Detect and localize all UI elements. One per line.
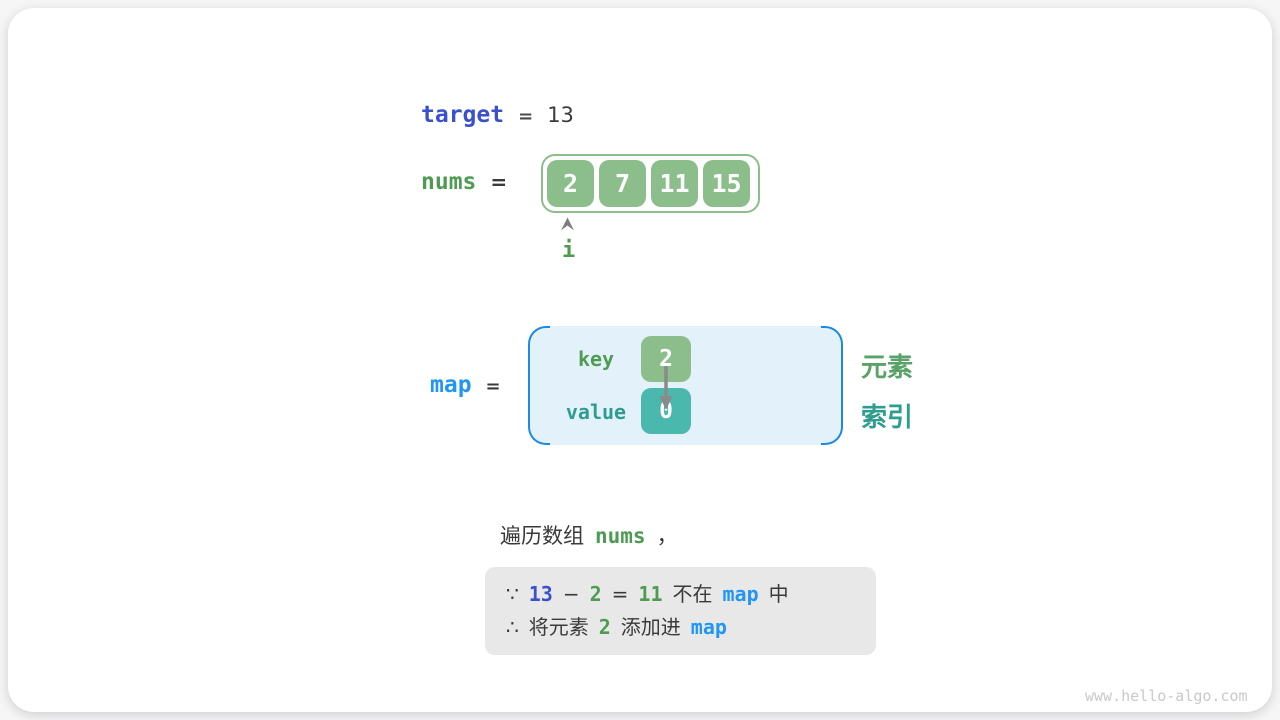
element-side-label: 元素 [861, 353, 914, 383]
note-line-2: ∴ 将元素 2 添加进 map [506, 611, 876, 644]
note-number: 11 [638, 582, 663, 606]
caption: 遍历数组 nums ， [500, 520, 678, 550]
note-text: 添加进 [620, 615, 681, 639]
key-label: key [577, 347, 615, 371]
arrow-down-icon [659, 366, 673, 410]
map-equals: = [485, 376, 501, 397]
note-number: 2 [598, 615, 611, 639]
note-text: 将元素 [528, 615, 589, 639]
caption-suffix: ， [656, 524, 678, 548]
caption-prefix: 遍历数组 [500, 524, 584, 548]
because-icon: ∵ [506, 582, 519, 606]
equals-sign: = [611, 582, 629, 606]
array-cell: 15 [703, 160, 750, 207]
arrow-up-icon [561, 217, 574, 231]
caption-code: nums [595, 524, 646, 548]
index-pointer-label: i [562, 238, 576, 263]
map-box: key value 2 0 [528, 326, 843, 445]
note-line-1: ∵ 13 − 2 = 11 不在 map 中 [506, 578, 876, 611]
array-cell: 7 [599, 160, 646, 207]
target-row: target = 13 [421, 102, 574, 128]
array-cell: 11 [651, 160, 698, 207]
nums-equals: = [490, 170, 508, 194]
target-value: 13 [547, 103, 574, 127]
nums-array: 2 7 11 15 [541, 154, 760, 213]
note-code-map: map [722, 582, 759, 606]
index-side-label: 索引 [861, 403, 914, 433]
watermark: www.hello-algo.com [1085, 687, 1248, 705]
target-label: target [421, 102, 505, 128]
map-label: map [430, 372, 472, 398]
note-number: 2 [589, 582, 602, 606]
note-code-map: map [690, 615, 727, 639]
nums-label-row: nums = [421, 169, 507, 195]
note-box: ∵ 13 − 2 = 11 不在 map 中 ∴ 将元素 2 添加进 map [485, 567, 876, 655]
value-label: value [565, 400, 627, 424]
therefore-icon: ∴ [506, 615, 519, 639]
note-text: 不在 [672, 582, 713, 606]
nums-label: nums [421, 169, 477, 195]
note-number: 13 [528, 582, 553, 606]
target-equals: = [518, 106, 534, 127]
array-cell: 2 [547, 160, 594, 207]
diagram-card: target = 13 nums = 2 7 11 15 i map = key… [8, 8, 1272, 712]
note-text: 中 [768, 582, 789, 606]
map-label-row: map = [430, 372, 501, 398]
minus-sign: − [562, 582, 580, 606]
